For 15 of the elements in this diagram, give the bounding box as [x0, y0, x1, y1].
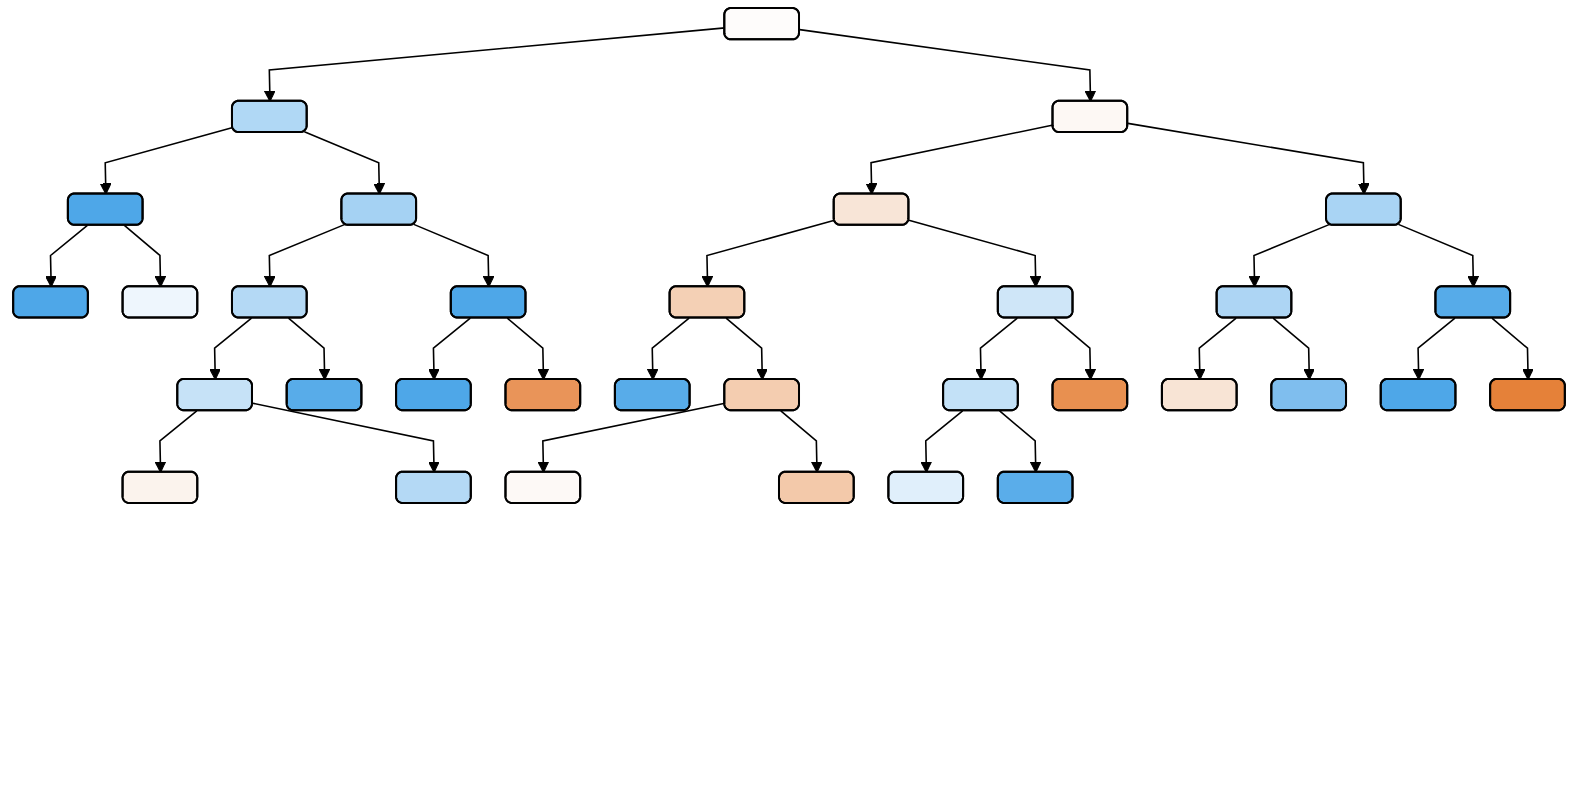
arrow — [154, 410, 198, 473]
arrow — [123, 224, 167, 288]
arrow — [1248, 223, 1331, 288]
arrow — [303, 130, 386, 195]
arrow — [780, 410, 823, 473]
arrow — [908, 219, 1042, 288]
arrow — [1397, 223, 1480, 288]
arrow — [251, 402, 440, 473]
arrow — [263, 223, 346, 288]
arrow — [45, 224, 89, 288]
arrow — [920, 410, 964, 473]
arrow — [1127, 122, 1370, 195]
arrow — [998, 410, 1042, 473]
arrow — [412, 223, 495, 288]
arrow — [99, 126, 234, 195]
